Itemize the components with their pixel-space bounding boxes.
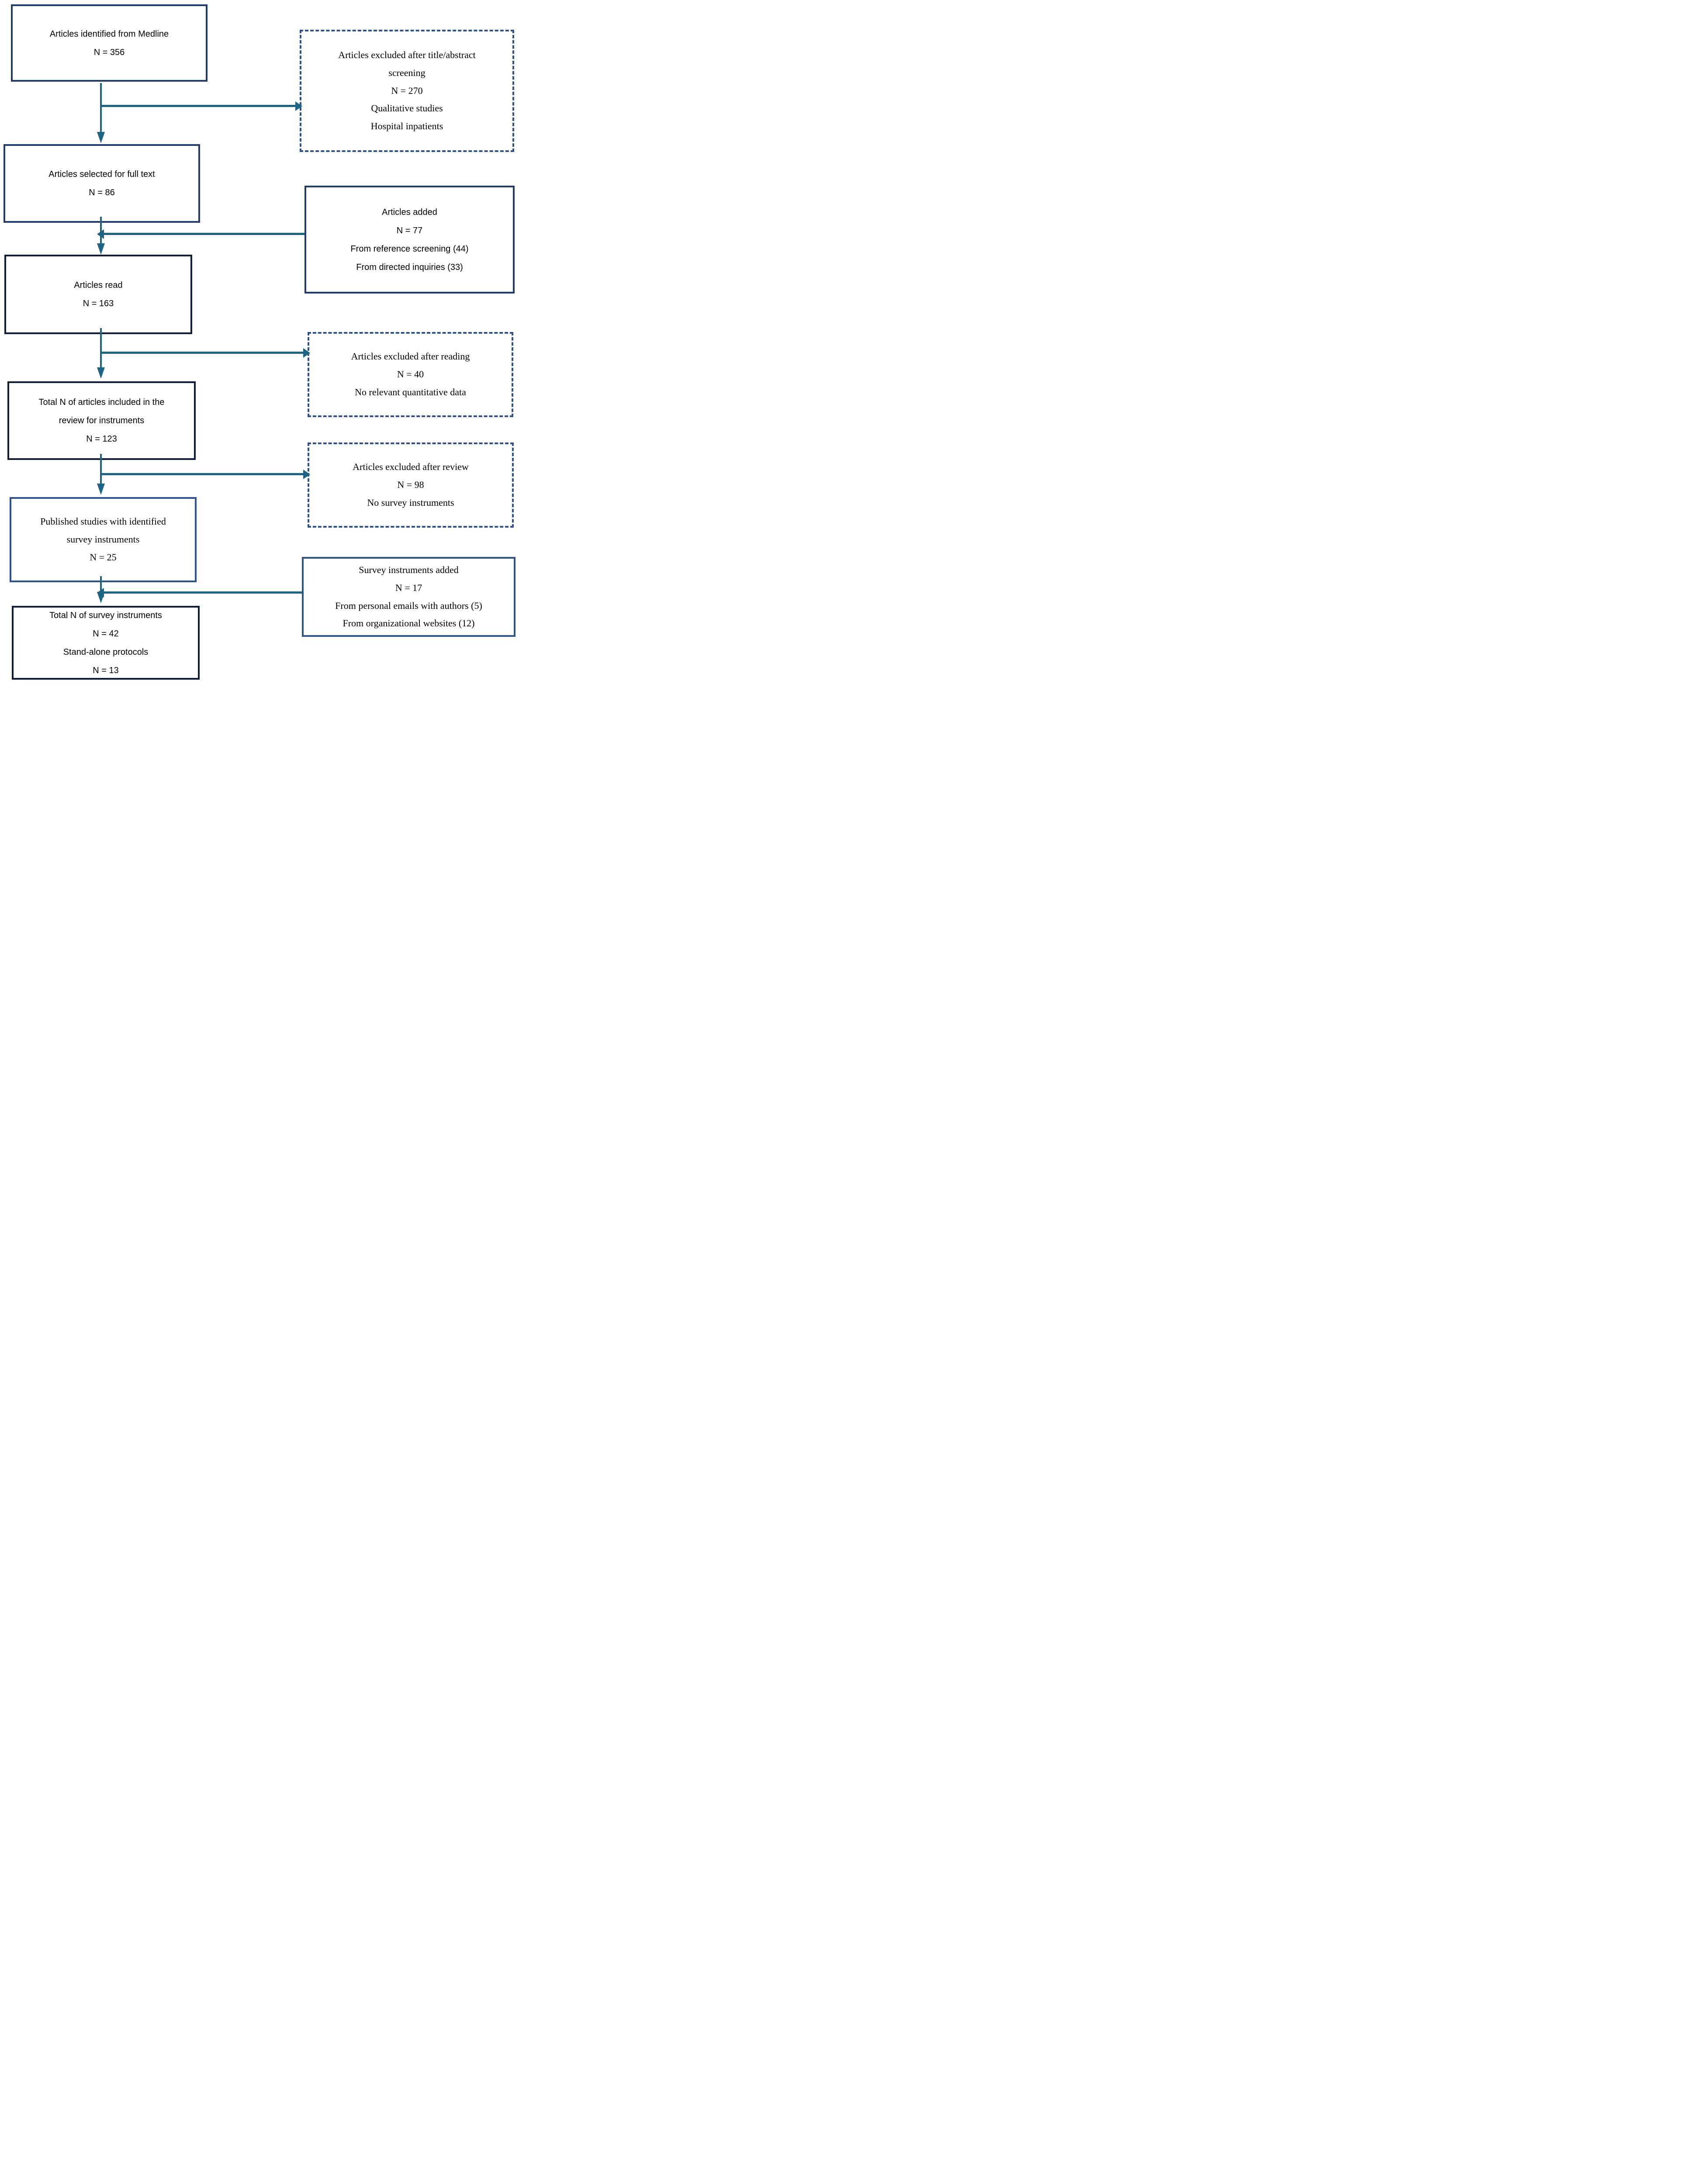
box-line: Articles excluded after title/abstract <box>338 49 476 61</box>
box-line: N = 25 <box>90 551 117 563</box>
box-line: Qualitative studies <box>371 103 443 114</box>
box-line: No relevant quantitative data <box>355 386 466 397</box>
arrowhead-down-3-icon <box>97 367 105 379</box>
box-line: From organizational websites (12) <box>342 618 475 629</box>
box-published-identified: Published studies with identified survey… <box>10 497 197 582</box>
box-line: N = 86 <box>89 188 115 197</box>
box-articles-added: Articles added N = 77 From reference scr… <box>304 186 515 294</box>
arrowhead-down-4-icon <box>97 484 105 495</box>
arrowhead-left-1-icon <box>97 229 104 239</box>
box-line: N = 40 <box>397 369 424 380</box>
box-line: Articles selected for full text <box>48 169 155 179</box>
arrowhead-down-2-icon <box>97 243 105 255</box>
box-line: N = 98 <box>397 479 424 491</box>
box-line: N = 163 <box>83 299 114 308</box>
box-excluded-reading: Articles excluded after reading N = 40 N… <box>308 332 513 417</box>
box-line: N = 77 <box>396 225 423 235</box>
box-instruments-added: Survey instruments added N = 17 From per… <box>302 557 515 637</box>
box-included-review: Total N of articles included in the revi… <box>7 381 196 460</box>
box-total-instruments: Total N of survey instruments N = 42 Sta… <box>12 606 200 680</box>
box-line: From personal emails with authors (5) <box>335 600 482 611</box>
flow-line-down-4 <box>100 454 102 485</box>
box-line: Published studies with identified <box>40 516 166 527</box>
box-identified-medline: Articles identified from Medline N = 356 <box>11 4 208 82</box>
box-line: N = 270 <box>391 85 423 96</box>
box-line: Stand-alone protocols <box>63 647 149 657</box>
box-line: Hospital inpatients <box>370 121 443 132</box>
box-line: From directed inquiries (33) <box>356 262 463 272</box>
box-line: N = 356 <box>93 47 125 57</box>
arrowhead-right-2-icon <box>303 348 310 358</box>
box-line: Articles excluded after review <box>353 461 469 473</box>
prisma-flow-diagram: Articles identified from Medline N = 356… <box>0 0 524 698</box>
flow-line-down-5 <box>100 576 102 594</box>
arrowhead-left-2-icon <box>97 588 104 598</box>
box-line: screening <box>388 67 426 78</box>
box-line: Total N of survey instruments <box>49 610 162 620</box>
box-line: From reference screening (44) <box>350 244 469 254</box>
box-line: survey instruments <box>66 534 140 545</box>
box-articles-read: Articles read N = 163 <box>4 255 192 334</box>
box-excluded-screening: Articles excluded after title/abstract s… <box>300 30 514 152</box>
flow-line-excluded-review <box>101 473 303 475</box>
arrowhead-right-3-icon <box>303 470 310 479</box>
box-line: N = 13 <box>93 665 119 675</box>
box-line: Articles read <box>74 280 123 290</box>
box-line: N = 42 <box>93 629 119 639</box>
flow-line-excluded-screening <box>101 105 295 107</box>
arrowhead-right-1-icon <box>295 101 302 111</box>
box-line: review for instruments <box>59 416 145 425</box>
flow-line-articles-added <box>104 233 304 235</box>
box-line: Articles identified from Medline <box>49 29 169 39</box>
box-line: Survey instruments added <box>359 564 459 576</box>
box-line: N = 123 <box>86 434 117 444</box>
arrowhead-down-1-icon <box>97 132 105 143</box>
flow-line-excluded-reading <box>101 352 303 354</box>
box-line: N = 17 <box>395 582 422 593</box>
flow-line-down-1 <box>100 83 102 134</box>
box-line: Articles added <box>382 207 437 217</box>
box-line: Articles excluded after reading <box>351 351 470 362</box>
flow-line-instruments-added <box>104 591 302 594</box>
box-line: No survey instruments <box>367 497 454 508</box>
flow-line-down-3 <box>100 328 102 369</box>
box-line: Total N of articles included in the <box>38 397 165 407</box>
box-selected-full-text: Articles selected for full text N = 86 <box>3 144 200 223</box>
box-excluded-review: Articles excluded after review N = 98 No… <box>308 442 514 528</box>
